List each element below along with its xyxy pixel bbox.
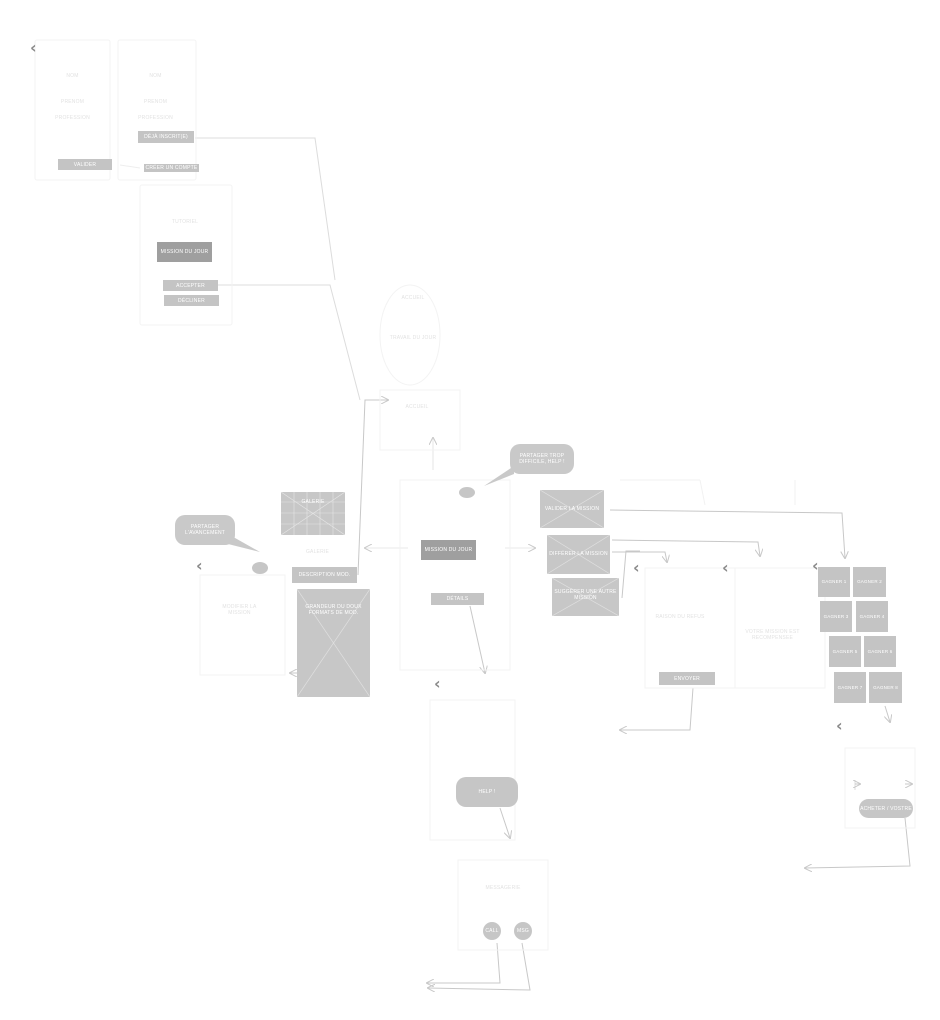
galerie-label: GALERIE — [301, 499, 325, 505]
envoyer-button[interactable]: ENVOYER — [659, 672, 715, 685]
chevron-left-icon[interactable]: ‹ — [196, 556, 203, 575]
ghost-label: TRAVAIL DU JOUR — [389, 335, 437, 341]
badge-tile[interactable]: GAGNER 2 — [853, 567, 886, 597]
creer-compte-button[interactable]: CRÉER UN COMPTE — [144, 164, 199, 172]
decliner-button[interactable]: DÉCLINER — [164, 295, 219, 306]
ghost-label: PROFESSION — [138, 115, 173, 121]
acheter-button[interactable]: ACHETER / VOSTRE — [859, 799, 913, 818]
placeholder-image-icon — [547, 535, 610, 574]
bubble-tail — [484, 466, 514, 486]
badge-tile[interactable]: GAGNER 6 — [864, 636, 896, 667]
ghost-label: PRENOM — [143, 99, 168, 105]
deja-inscrit-button[interactable]: DÉJÀ INSCRIT(E) — [138, 131, 194, 143]
badge-tile[interactable]: GAGNER 1 — [818, 567, 850, 597]
ghost-label: MESSAGERIE — [485, 885, 521, 891]
suggerer-mission-label: SUGGÉRER UNE AUTRE MISSION — [554, 589, 617, 601]
ghost-label: PRENOM — [60, 99, 85, 105]
ghost-label: NOM — [149, 73, 162, 79]
placeholder-image-icon — [552, 578, 619, 616]
ghost-label: GALERIE — [305, 549, 330, 555]
differer-mission-button[interactable]: DIFFÉRER LA MISSION — [547, 535, 610, 574]
chevron-left-icon[interactable]: ‹ — [836, 716, 843, 735]
description-button[interactable]: DESCRIPTION MOD. — [292, 567, 357, 583]
valider-mission-label: VALIDER LA MISSION — [544, 506, 600, 512]
badge-tile[interactable]: GAGNER 7 — [834, 672, 866, 703]
chevron-left-icon[interactable]: ‹ — [633, 558, 640, 577]
chevron-left-icon[interactable]: ‹ — [434, 674, 441, 693]
valider-button[interactable]: VALIDER — [58, 159, 112, 170]
galerie-image[interactable]: GALERIE — [281, 492, 345, 535]
suggerer-mission-button[interactable]: SUGGÉRER UNE AUTRE MISSION — [552, 578, 619, 616]
call-button[interactable]: CALL — [483, 922, 501, 940]
ghost-label: NOM — [66, 73, 79, 79]
help-speech-bubble: PARTAGER TROP DIFFICILE, HELP ! — [510, 444, 574, 474]
mission-du-jour-button[interactable]: MISSION DU JOUR — [421, 540, 476, 560]
dot-icon[interactable] — [252, 562, 268, 574]
placeholder-image-icon — [281, 492, 345, 535]
mod-format-image: GRANDEUR DU DOUX FORMATS DE MOD. — [297, 589, 370, 697]
details-button[interactable]: DÉTAILS — [431, 593, 484, 605]
placeholder-image-icon — [540, 490, 604, 528]
chevron-left-icon[interactable]: ‹ — [30, 38, 37, 57]
ghost-label: ACCUEIL — [401, 295, 425, 301]
mod-format-label: GRANDEUR DU DOUX FORMATS DE MOD. — [305, 604, 362, 616]
differer-mission-label: DIFFÉRER LA MISSION — [549, 551, 608, 557]
placeholder-image-icon — [297, 589, 370, 697]
badge-tile[interactable]: GAGNER 4 — [856, 601, 888, 632]
badge-tile[interactable]: GAGNER 3 — [820, 601, 852, 632]
valider-mission-button[interactable]: VALIDER LA MISSION — [540, 490, 604, 528]
chevron-left-icon[interactable]: ‹ — [812, 556, 819, 575]
badge-tile[interactable]: GAGNER 8 — [869, 672, 902, 703]
ghost-label: VOTRE MISSION EST RECOMPENSEE — [745, 629, 800, 641]
dot-icon[interactable] — [459, 487, 475, 498]
avancement-speech-bubble: PARTAGER L'AVANCEMENT — [175, 515, 235, 545]
mission-du-jour-button[interactable]: MISSION DU JOUR — [157, 242, 212, 262]
help-button[interactable]: HELP ! — [456, 777, 518, 807]
ghost-label: PROFESSION — [55, 115, 90, 121]
ghost-label: ACCUEIL — [405, 404, 429, 410]
chevron-left-icon[interactable]: ‹ — [722, 558, 729, 577]
ghost-label: TUTORIEL — [171, 219, 199, 225]
ghost-label: MODIFIER LA MISSION — [222, 604, 257, 616]
badge-tile[interactable]: GAGNER 5 — [829, 636, 861, 667]
msg-button[interactable]: MSG — [514, 922, 532, 940]
ghost-label: RAISON DU REFUS — [655, 614, 705, 620]
accepter-button[interactable]: ACCEPTER — [163, 280, 218, 291]
bubble-tail — [228, 534, 260, 552]
